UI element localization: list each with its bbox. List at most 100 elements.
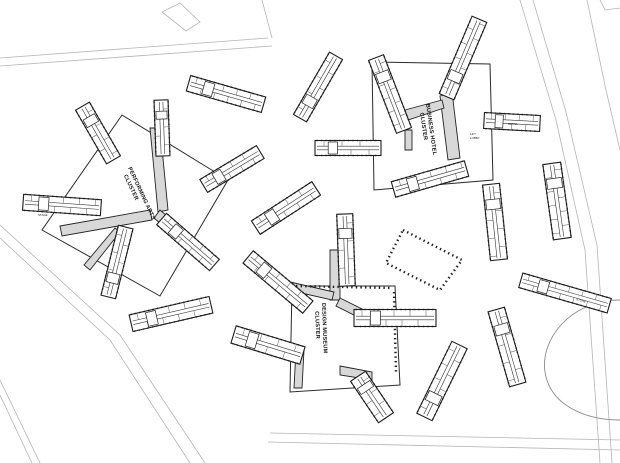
bar-south-east-column-2-1 xyxy=(490,321,492,324)
bar-pa-south-east-partition-6 xyxy=(199,245,204,250)
bar-south-east-column-12-0 xyxy=(518,360,521,362)
bar-bh-west-column-4-0 xyxy=(334,139,336,142)
bar-bh-north-west-column-6-1 xyxy=(320,95,322,98)
bar-dm-east-column-11-0 xyxy=(404,308,407,311)
bar-pa-east-column-11-1 xyxy=(250,164,253,167)
bar-pa-south-column-10-1 xyxy=(177,320,180,322)
bar-dm-north-west-corridor-line-1 xyxy=(248,259,306,308)
bar-pa-stage-column-13-1 xyxy=(82,213,84,216)
bar-bh-north-centre-column-14-1 xyxy=(390,120,393,123)
bar-bh-north-east xyxy=(438,15,488,101)
bar-pa-stage-column-16-1 xyxy=(95,214,98,217)
bar-pa-north-column-7-0 xyxy=(222,83,224,86)
bar-dm-east-outline xyxy=(353,308,437,328)
bar-pa-stage-column-16-0 xyxy=(96,198,99,201)
bar-dm-south-west-column-14-0 xyxy=(297,343,300,346)
bar-bh-north-west xyxy=(292,51,344,123)
bar-store-column-18-0 xyxy=(601,295,604,297)
bar-pa-stage-column-10-0 xyxy=(69,196,72,199)
bar-dm-east-column-10-0 xyxy=(400,308,402,311)
bar-pa-south-east-column-8-0 xyxy=(194,237,197,240)
bar-bh-north-west-corridor-line-0 xyxy=(299,56,334,116)
bar-dm-north-west-column-5-1 xyxy=(260,277,263,280)
bar-dm-east-column-13-0 xyxy=(413,308,416,311)
bar-dm-south-west-column-0-0 xyxy=(237,325,239,328)
bar-pa-north-column-8-1 xyxy=(221,100,224,103)
bar-dm-north-west-partition-8 xyxy=(297,291,302,297)
bar-bh-east-vertical-partition-6 xyxy=(499,245,507,247)
bar-bh-north-east-column-6-0 xyxy=(449,65,452,68)
bar-store-column-19-0 xyxy=(606,296,608,299)
bar-bh-south-column-9-0 xyxy=(431,169,433,171)
bar-bh-north-centre-column-10-1 xyxy=(384,103,387,106)
bar-pa-west-upper-column-1-1 xyxy=(77,114,80,117)
bar-bh-east-vertical-column-6-1 xyxy=(484,213,487,215)
bar-bh-east-vertical-column-10-1 xyxy=(486,231,489,233)
bar-store-column-9-0 xyxy=(562,283,565,286)
bar-south-centre-column-4-1 xyxy=(439,401,442,404)
bar-bh-retail-column-2-0 xyxy=(494,112,497,114)
bar-bh-north-west-column-15-1 xyxy=(340,60,343,63)
bar-pa-south-column-15-0 xyxy=(196,298,198,301)
bar-east xyxy=(542,161,572,241)
bar-south-east-column-3-0 xyxy=(507,321,510,323)
bar-bh-east-vertical-column-3-0 xyxy=(500,197,502,200)
bar-centre-west-column-1-1 xyxy=(264,229,267,232)
bar-bh-east-vertical-column-14-1 xyxy=(488,248,491,251)
bar-pa-north-column-11-1 xyxy=(234,104,237,107)
bar-centre-west-column-10-1 xyxy=(298,207,301,210)
bar-pa-west-upper-column-10-0 xyxy=(111,141,114,144)
bar-bh-north-centre-column-10-0 xyxy=(399,97,402,100)
bar-store-column-13-0 xyxy=(580,288,582,291)
bar-south-centre-column-3-0 xyxy=(422,398,425,401)
bar-dm-south-column-0-0 xyxy=(365,371,368,374)
bar-bh-east-vertical-column-0-0 xyxy=(498,184,501,187)
bar-bh-north-west-partition-6 xyxy=(324,59,331,63)
bar-bh-north-east-column-5-0 xyxy=(447,70,450,72)
bar-pa-north-partition-6 xyxy=(235,88,239,96)
bar-bh-north-west-column-8-1 xyxy=(324,88,327,90)
bar-bh-west-column-0-1 xyxy=(316,154,318,157)
bar-pa-stage-column-9-1 xyxy=(64,212,66,214)
bar-south-east-column-2-0 xyxy=(506,316,509,319)
bar-east-partition-6 xyxy=(560,210,568,212)
bar-pa-north-column-15-1 xyxy=(252,109,254,111)
bar-bh-south-partition-5 xyxy=(439,177,443,185)
bar-pa-south-column-8-0 xyxy=(165,305,168,308)
bar-pa-stage xyxy=(21,193,103,217)
bar-pa-north-core xyxy=(201,80,216,97)
bar-bh-north-east-corridor-line-0 xyxy=(445,20,478,95)
bar-pa-south-column-12-1 xyxy=(186,318,189,320)
bar-south-centre-corridor-line-1 xyxy=(426,347,461,417)
bar-bh-north-centre-column-2-1 xyxy=(371,69,374,72)
bar-bh-north-west-column-10-1 xyxy=(329,80,331,83)
bar-bh-north-west-column-3-1 xyxy=(313,107,316,110)
bar-south-centre-column-6-1 xyxy=(443,393,446,396)
bar-bh-east-vertical-column-5-0 xyxy=(501,206,503,209)
bar-bh-north-west-column-2-1 xyxy=(311,111,313,114)
bar-pa-north-vertical xyxy=(153,99,171,157)
bar-bh-north-centre-partition-1 xyxy=(373,71,380,74)
bar-south-centre-column-6-0 xyxy=(428,386,431,389)
bar-pa-south-west-column-5-1 xyxy=(120,274,123,276)
bar-bh-north-east-column-12-0 xyxy=(460,41,463,43)
bar-dm-north-column-15-1 xyxy=(338,283,340,285)
bar-dm-south-west-column-2-1 xyxy=(240,345,243,348)
plaza-colonnade-center xyxy=(384,228,464,292)
bar-pa-south-east-column-14-1 xyxy=(204,266,207,269)
bar-bh-north-centre-column-14-0 xyxy=(405,114,408,117)
bar-store-column-12-0 xyxy=(575,287,578,290)
bar-bh-north-centre-corridor-line-1 xyxy=(374,59,402,130)
bar-bh-east-vertical-partition-0 xyxy=(493,192,501,194)
bar-pa-south-outline xyxy=(128,295,214,333)
bar-dm-south-column-7-0 xyxy=(383,398,386,400)
bar-store-column-5-0 xyxy=(545,278,548,281)
bar-pa-north-vertical-column-2-0 xyxy=(167,110,170,112)
bar-dm-north-column-7-1 xyxy=(337,247,339,249)
bar-pa-south-east-corridor-line-0 xyxy=(164,218,215,263)
context-top-right-block xyxy=(599,0,620,11)
bar-pa-south-east xyxy=(155,212,221,272)
bar-bh-north-west-core xyxy=(301,93,318,110)
bar-bh-north-centre-column-5-1 xyxy=(376,82,379,85)
bar-pa-north-vertical-column-8-1 xyxy=(154,137,157,139)
